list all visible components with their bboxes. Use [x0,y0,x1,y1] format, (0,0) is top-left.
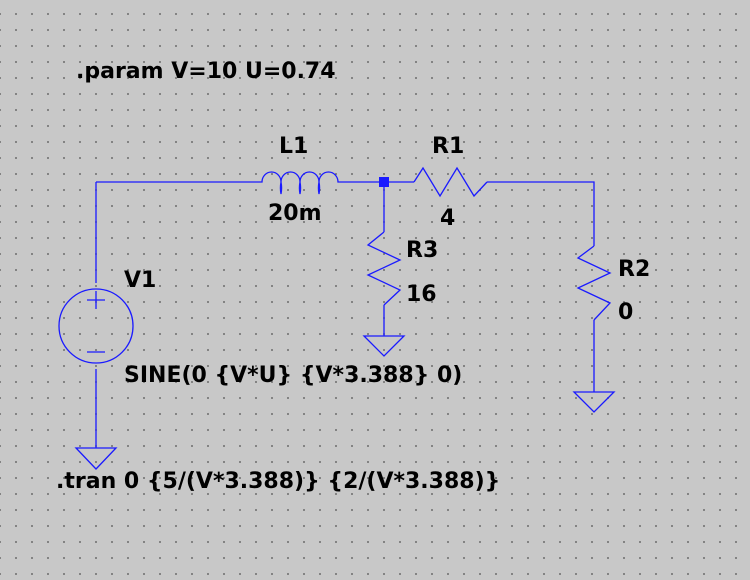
ground-icon[interactable] [572,391,616,413]
r2-value: 0 [618,300,633,325]
voltage-source-V1[interactable]: V1 SINE(0 {V*U} {V*3.388} 0) [58,268,462,388]
r1-value: 4 [440,206,455,231]
l1-name: L1 [279,134,308,159]
v1-value: SINE(0 {V*U} {V*3.388} 0) [124,363,462,388]
l1-value: 20m [268,201,322,226]
r2-name: R2 [618,257,650,282]
inductor-L1[interactable]: L1 20m [248,134,344,226]
plus-sign-icon [87,291,105,309]
ground-icon[interactable] [74,447,118,470]
param-directive[interactable]: .param V=10 U=0.74 [76,59,336,84]
tran-directive[interactable]: .tran 0 {5/(V*3.388)} {2/(V*3.388)} [56,469,500,494]
r1-name: R1 [432,134,464,159]
wire-r1-r2[interactable] [487,181,595,246]
ground-icon[interactable] [362,335,406,357]
resistor-R3[interactable]: R3 16 [366,231,438,307]
resistor-R1[interactable]: R1 4 [413,134,488,231]
r3-value: 16 [406,282,437,307]
resistor-R2[interactable]: R2 0 [576,245,650,325]
wires [95,181,595,448]
v1-name: V1 [124,268,156,293]
junction-node[interactable] [379,177,389,187]
r3-name: R3 [406,238,438,263]
